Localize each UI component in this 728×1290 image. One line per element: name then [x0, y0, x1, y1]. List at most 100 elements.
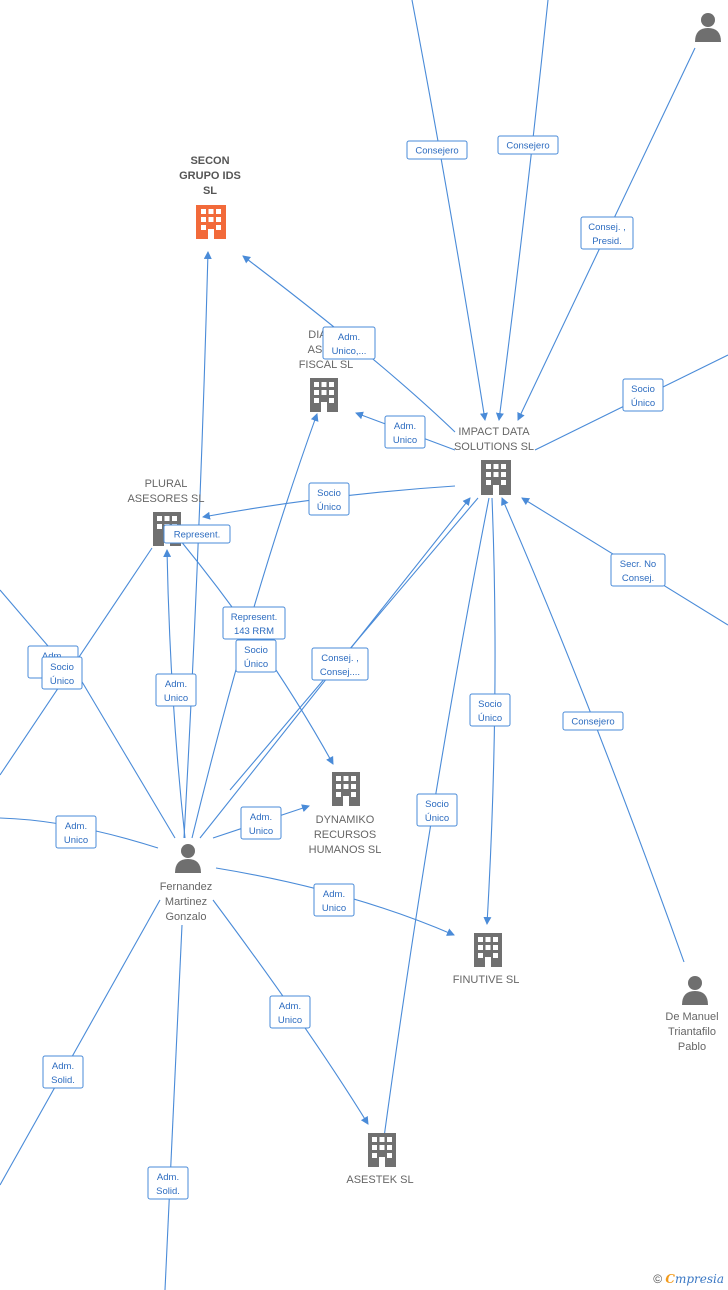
edge-label-box	[562, 711, 624, 731]
person-icon	[175, 844, 201, 873]
building-icon	[481, 460, 511, 495]
building-icon	[196, 205, 226, 239]
edge	[164, 924, 183, 1290]
node-finutive[interactable]: FINUTIVE SL	[453, 933, 520, 986]
edge-label[interactable]: Adm.Unico	[240, 806, 282, 840]
edge-label-box	[55, 815, 97, 849]
node-label-line: IMPACT DATA	[458, 426, 530, 438]
edge-label-text: Adm.Unico	[249, 812, 273, 837]
edge-label-box	[235, 639, 277, 673]
edge	[495, 0, 549, 421]
edge-label[interactable]: Consejero	[497, 135, 559, 155]
node-label-line: Triantafilo	[668, 1026, 716, 1038]
edge-label[interactable]: Adm.Unico	[269, 995, 311, 1029]
node-label-line: GRUPO IDS	[179, 170, 241, 182]
edge	[0, 899, 161, 1186]
edge-label-text: Adm.Unico,...	[332, 332, 367, 357]
node-plural[interactable]: PLURAL ASESORES SL	[127, 478, 205, 546]
edge-label-text: Consejero	[506, 141, 549, 152]
edge-label[interactable]: Adm.Unico	[155, 673, 197, 707]
edge-label-box	[222, 606, 286, 640]
edge-label-box	[163, 524, 231, 544]
edge-label[interactable]: Consej. ,Consej....	[311, 647, 369, 681]
edge-label-box	[469, 693, 511, 727]
edge-label-text: Represent.143 RRM	[231, 612, 277, 637]
edge	[74, 669, 176, 839]
node-secon[interactable]: SECON GRUPO IDS SL	[179, 155, 241, 239]
edge-label[interactable]: Represent.	[163, 524, 231, 544]
building-icon	[332, 772, 360, 806]
building-icon	[474, 933, 502, 967]
person-icon	[695, 13, 721, 42]
edge-label-text: Adm.Unico	[322, 889, 346, 914]
building-icon	[368, 1133, 396, 1167]
edge-label-text: Adm.Solid.	[156, 1172, 180, 1197]
edge-label-box	[42, 1055, 84, 1089]
edge-label[interactable]: Consejero	[406, 140, 468, 160]
edge-label[interactable]: Adm.Unico,...	[322, 326, 376, 360]
edge-label-text: Adm.Solid.	[51, 1061, 75, 1086]
footer-brand: © Cmpresia	[653, 1272, 724, 1286]
edge	[183, 251, 212, 839]
edge-label[interactable]: Adm.Unico	[55, 815, 97, 849]
edge-label-box	[269, 995, 311, 1029]
edge-label-box	[580, 216, 634, 250]
edge-label-box	[610, 553, 666, 587]
node-label: SECON GRUPO IDS SL	[179, 155, 241, 197]
edge-label[interactable]: Represent.143 RRM	[222, 606, 286, 640]
node-asestek[interactable]: ASESTEK SL	[346, 1133, 414, 1186]
node-label: FINUTIVE SL	[453, 974, 520, 986]
edge-label[interactable]: Consejero	[562, 711, 624, 731]
edge-label-text: Consej. ,Consej....	[320, 653, 360, 678]
edge-label[interactable]: Adm.Solid.	[147, 1166, 189, 1200]
edge-label-box	[311, 647, 369, 681]
edge-label[interactable]: Consej. ,Presid.	[580, 216, 634, 250]
node-label-line: ASESTEK SL	[346, 1174, 413, 1186]
node-label-line: SECON	[190, 155, 229, 167]
copyright-symbol: ©	[653, 1272, 663, 1286]
edge-label[interactable]: Adm.Unico	[384, 415, 426, 449]
node-label-line: DYNAMIKO	[316, 814, 375, 826]
node-label-line: PLURAL	[145, 478, 188, 490]
node-label-line: HUMANOS SL	[309, 844, 382, 856]
edge-label-box	[147, 1166, 189, 1200]
node-label-line: De Manuel	[665, 1011, 718, 1023]
edge-label-text: Adm.Unico	[393, 421, 417, 446]
node-topright[interactable]	[695, 13, 721, 42]
edge-labels: Consejero Consejero Consej. ,Presid. Adm…	[27, 135, 666, 1200]
building-icon	[310, 378, 338, 412]
edge-label-box	[313, 883, 355, 917]
edge-label-box	[308, 482, 350, 516]
edge-label[interactable]: Adm.Unico	[313, 883, 355, 917]
brand-logo-text: mpresia	[674, 1272, 724, 1286]
node-label-line: Fernandez	[160, 881, 213, 893]
brand-logo-initial: C	[665, 1272, 675, 1286]
edge-label-text: Represent.	[174, 530, 220, 541]
edge-label[interactable]: Adm.Solid.	[42, 1055, 84, 1089]
edge-label-box	[322, 326, 376, 360]
edge-label-box	[240, 806, 282, 840]
node-label-line: ASESORES SL	[127, 493, 204, 505]
node-label-line: SL	[203, 185, 217, 197]
